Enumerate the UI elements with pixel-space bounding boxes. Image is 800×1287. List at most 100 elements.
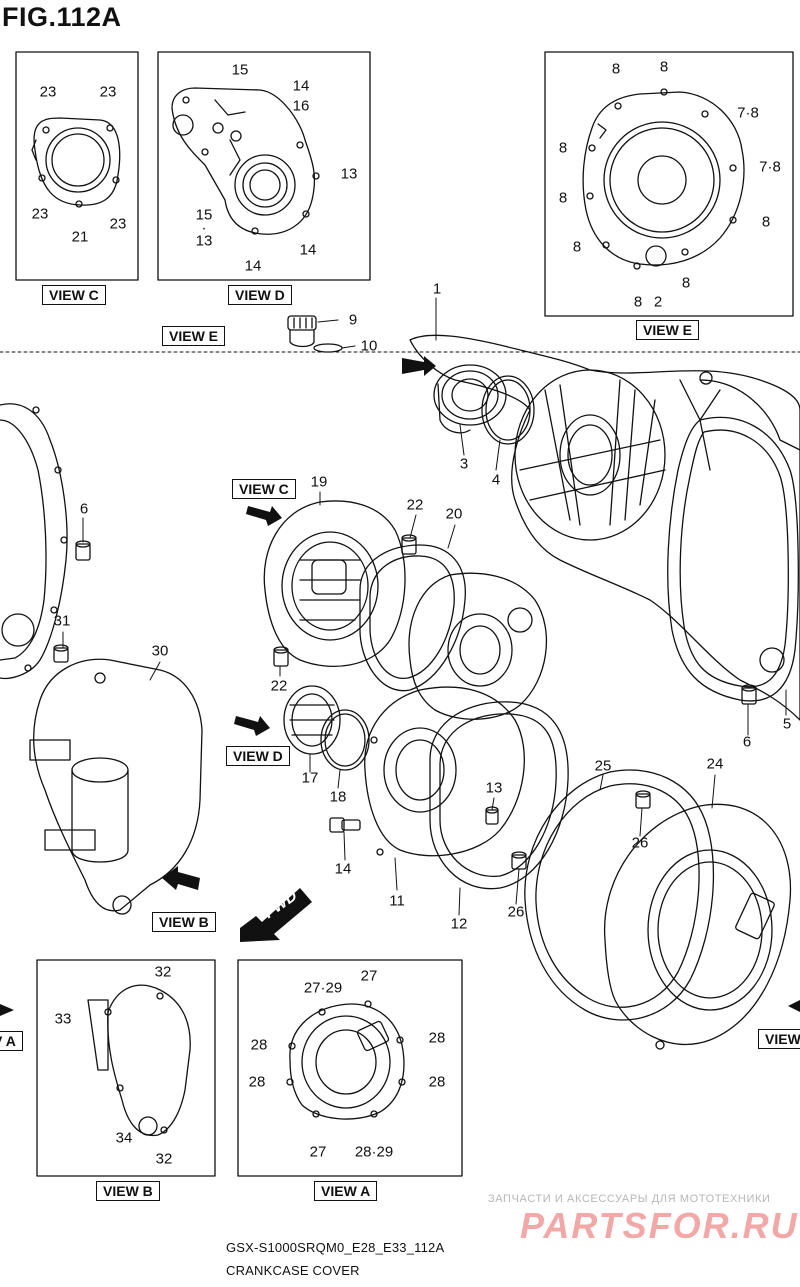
view-c-label: VIEW C — [42, 285, 106, 305]
callout-6-left: 6 — [79, 500, 89, 518]
view-a-arrow-right-label: VIEW — [758, 1029, 800, 1049]
view-b-label: VIEW B — [96, 1181, 160, 1201]
dowel-pin-22-lower — [273, 646, 289, 667]
view-a-callout-28-left: 28 — [250, 1036, 268, 1054]
view-a-callout-2729: 27·29 — [303, 979, 343, 997]
view-e-callout-8-b: 8 — [659, 58, 669, 76]
view-a-callout-27-top: 27 — [360, 967, 378, 985]
gasket-25-part — [524, 769, 715, 1021]
view-b-cover-drawing — [87, 984, 191, 1137]
arrow-view-a-left — [0, 1004, 14, 1016]
o-ring-4-part — [481, 375, 535, 445]
callout-24: 24 — [706, 755, 724, 773]
view-d-callout-15-left: 15 — [195, 206, 213, 224]
view-e-arrow-label: VIEW E — [162, 326, 226, 346]
view-d-callout-separator: · — [201, 219, 207, 237]
callout-9: 9 — [348, 311, 358, 329]
view-d-callout-16: 16 — [292, 97, 310, 115]
view-d-callout-13-left: 13 — [195, 232, 213, 250]
view-c-cover-drawing — [31, 117, 121, 208]
view-e-cover-drawing — [582, 88, 745, 270]
callout-10: 10 — [360, 337, 378, 355]
view-d-frame — [157, 51, 371, 281]
generator-cover-part — [408, 572, 548, 720]
watermark-logo: PARTSFOR.RU — [520, 1205, 799, 1246]
arrow-view-d — [234, 716, 270, 736]
callout-20: 20 — [445, 505, 463, 523]
cover-19-part — [263, 500, 406, 668]
callout-30: 30 — [151, 642, 169, 660]
watermark-tagline: ЗАПЧАСТИ И АКСЕССУАРЫ ДЛЯ МОТОТЕХНИКИ — [488, 1193, 771, 1205]
view-d-label: VIEW D — [228, 285, 292, 305]
view-d-callout-15-top: 15 — [231, 61, 249, 79]
o-ring-18-part — [320, 709, 370, 771]
leader-lines — [62, 297, 787, 916]
view-a-callout-27-bottom: 27 — [309, 1143, 327, 1161]
figure-title: FIG.112A — [2, 2, 122, 32]
view-a-cover-drawing — [286, 1000, 406, 1120]
dowel-pin-left — [75, 540, 91, 561]
cover-11-part — [364, 686, 525, 857]
dowel-pin-right — [741, 684, 757, 705]
view-c-callout-23-br: 23 — [109, 215, 127, 233]
view-e-callout-78-b: 7·8 — [759, 158, 781, 176]
callout-11: 11 — [389, 892, 405, 910]
crankcase-cover-main-part — [409, 334, 800, 721]
o-ring-part — [313, 343, 343, 353]
callout-18: 18 — [329, 788, 347, 806]
arrow-view-a-right — [788, 1000, 800, 1012]
callout-26-lower: 26 — [507, 903, 525, 921]
view-arrows — [0, 356, 800, 1016]
arrow-view-b — [162, 866, 200, 890]
view-e-callout-8-f: 8 — [572, 238, 582, 256]
view-e-callout-8-g: 8 — [681, 274, 691, 292]
view-b-arrow-label: VIEW B — [152, 912, 216, 932]
view-a-callout-28-lower-right: 28 — [428, 1073, 446, 1091]
callout-6-right: 6 — [742, 733, 752, 751]
view-a-callout-28-lower-left: 28 — [248, 1073, 266, 1091]
view-a-label: VIEW A — [314, 1181, 378, 1201]
clutch-cover-24-part — [603, 803, 792, 1050]
view-e-callout-8-c: 8 — [558, 139, 568, 157]
view-b-frame — [36, 959, 216, 1177]
view-d-cover-drawing — [171, 87, 320, 235]
view-b-callout-32-top: 32 — [154, 963, 172, 981]
callout-26-upper: 26 — [631, 834, 649, 852]
figure-caption: CRANKCASE COVER — [226, 1263, 360, 1278]
callout-22-upper: 22 — [406, 496, 424, 514]
view-a-frame — [237, 959, 463, 1177]
view-e-label: VIEW E — [636, 320, 700, 340]
callout-17: 17 — [301, 769, 319, 787]
view-c-arrow-label: VIEW C — [232, 479, 296, 499]
view-e-callout-8-h: 8 — [633, 293, 643, 311]
view-d-arrow-label: VIEW D — [226, 746, 290, 766]
callout-25: 25 — [594, 757, 612, 775]
view-a-callout-28-right: 28 — [428, 1029, 446, 1047]
callout-14: 14 — [334, 860, 352, 878]
view-b-callout-32-bottom: 32 — [155, 1150, 173, 1168]
callout-12: 12 — [450, 915, 468, 933]
view-a-callout-2829: 28·29 — [354, 1143, 394, 1161]
bolt-14-part — [329, 817, 361, 833]
gasket-20-part — [359, 544, 466, 692]
cover-30-part — [29, 658, 203, 915]
model-code: GSX-S1000SRQM0_E28_E33_112A — [226, 1240, 445, 1255]
view-e-callout-78-a: 7·8 — [737, 104, 759, 122]
view-e-callout-2: 2 — [653, 293, 663, 311]
left-crankcase-cover-part — [0, 403, 68, 680]
callout-1: 1 — [432, 280, 442, 298]
oil-seal-part — [433, 364, 507, 434]
dowel-pin-26-upper — [635, 790, 651, 809]
view-c-callout-23-tr: 23 — [99, 83, 117, 101]
dowel-pin-31 — [53, 644, 69, 663]
view-a-arrow-left-label: V A — [0, 1031, 23, 1051]
callout-19: 19 — [310, 473, 328, 491]
gasket-12-part — [429, 701, 569, 890]
view-c-callout-23-tl: 23 — [39, 83, 57, 101]
view-e-frame — [544, 51, 794, 317]
view-e-callout-8-e: 8 — [761, 213, 771, 231]
callout-5: 5 — [782, 715, 792, 733]
view-d-callout-14-bottom: 14 — [244, 257, 262, 275]
callout-13: 13 — [485, 779, 503, 797]
